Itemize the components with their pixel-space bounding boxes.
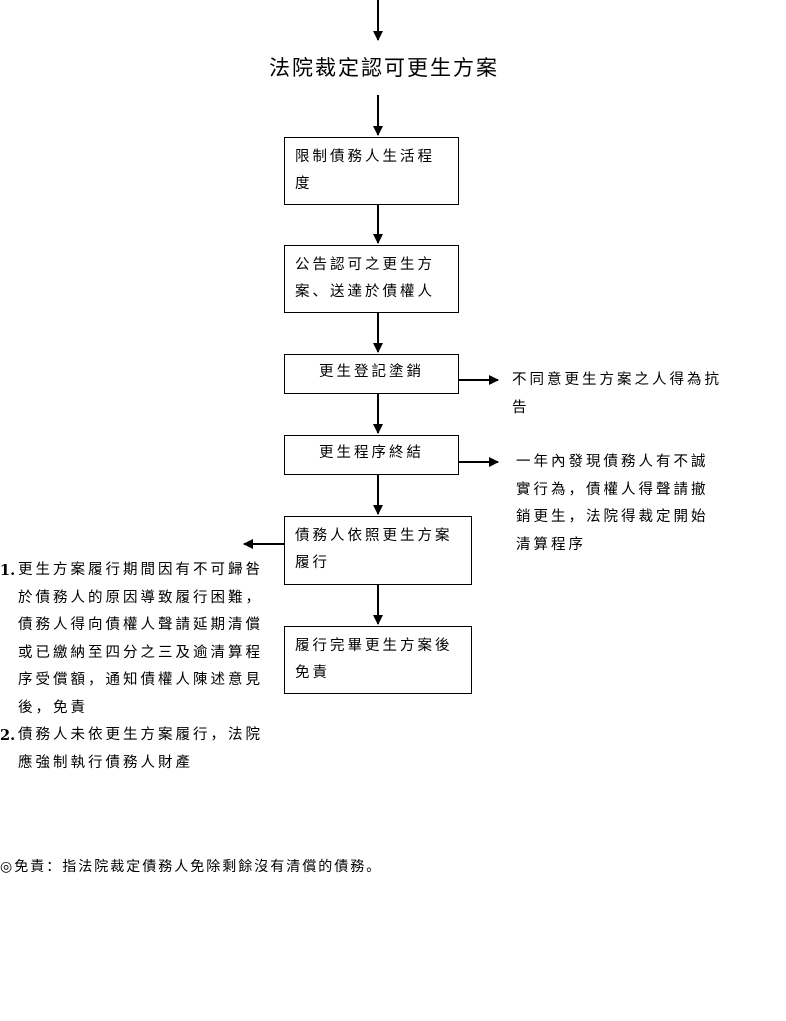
note-text: 債務人未依更生方案履行，法院應強制執行債務人財產 (18, 727, 263, 771)
footnote-discharge-definition: ◎免責：指法院裁定債務人免除剩餘沒有清償的債務。 (0, 859, 383, 875)
performance-notes: 1. 更生方案履行期間因有不可歸咎於債務人的原因導致履行困難，債務人得向債權人聲… (0, 557, 272, 777)
step-perform-plan: 債務人依照更生方案履行 (284, 516, 472, 585)
flow-title: 法院裁定認可更生方案 (269, 56, 499, 80)
performance-note-2: 2. 債務人未依更生方案履行，法院應強制執行債務人財產 (0, 722, 272, 777)
step-procedure-end: 更生程序終結 (284, 435, 459, 475)
note-number: 1. (0, 562, 16, 579)
note-revoke: 一年內發現債務人有不誠實行為，債權人得聲請撤銷更生，法院得裁定開始清算程序 (516, 454, 709, 553)
note-number: 2. (0, 727, 16, 744)
note-appeal: 不同意更生方案之人得為抗告 (512, 372, 722, 416)
note-text: 更生方案履行期間因有不可歸咎於債務人的原因導致履行困難，債務人得向債權人聲請延期… (18, 562, 263, 716)
performance-note-1: 1. 更生方案履行期間因有不可歸咎於債務人的原因導致履行困難，債務人得向債權人聲… (0, 557, 272, 722)
step-discharge: 履行完畢更生方案後免責 (284, 626, 472, 694)
step-announce-plan: 公告認可之更生方案、送達於債權人 (284, 245, 459, 313)
step-cancel-registration: 更生登記塗銷 (284, 354, 459, 394)
step-restrict-living: 限制債務人生活程度 (284, 137, 459, 205)
